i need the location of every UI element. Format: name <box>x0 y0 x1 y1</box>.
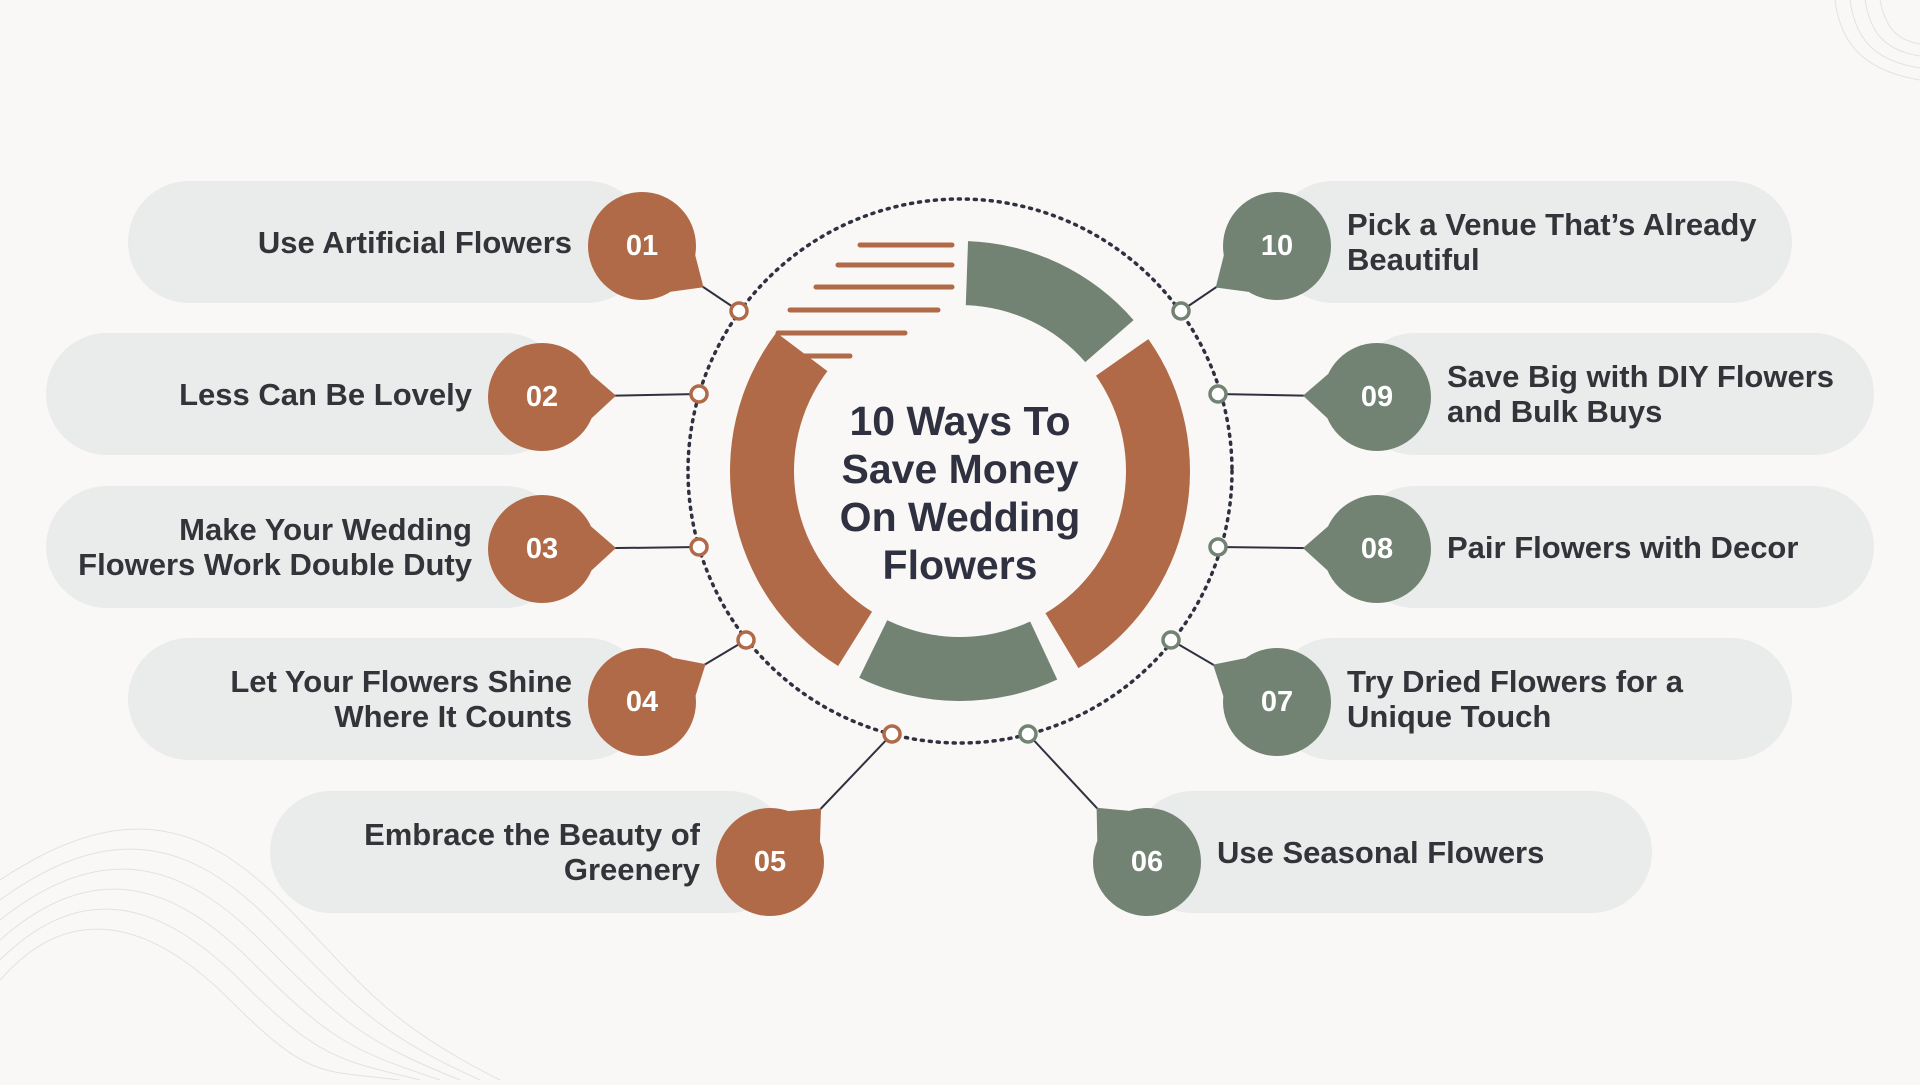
decorative-waves-top-right <box>1834 0 1920 81</box>
item-pill-4 <box>128 638 648 760</box>
connector-lines <box>541 245 1378 863</box>
ring-segment-left <box>730 332 873 667</box>
number-badge-1 <box>588 192 696 300</box>
connector-dot-2 <box>689 384 709 404</box>
item-number-2: 02 <box>525 380 559 413</box>
item-text-7: Try Dried Flowers for a Unique Touch <box>1347 664 1683 734</box>
number-badge-7 <box>1223 648 1331 756</box>
item-number-5: 05 <box>753 845 787 878</box>
number-badge-5 <box>716 808 824 916</box>
number-badge-4 <box>588 648 696 756</box>
center-ring <box>730 241 1191 702</box>
item-number-3: 03 <box>525 532 559 565</box>
number-badges <box>488 192 1431 916</box>
item-number-9: 09 <box>1360 380 1394 413</box>
item-pill-3 <box>46 486 566 608</box>
item-pill-6 <box>1132 791 1652 913</box>
item-text-9: Save Big with DIY Flowers and Bulk Buys <box>1447 359 1835 429</box>
number-badge-6 <box>1093 808 1201 916</box>
decorative-waves-bottom-left <box>0 828 501 1081</box>
badge-pointer-9 <box>1303 374 1329 419</box>
item-text-3: Make Your Wedding Flowers Work Double Du… <box>78 512 472 582</box>
item-text-4: Let Your Flowers Shine Where It Counts <box>230 664 572 734</box>
connector-dot-5 <box>882 724 902 744</box>
badge-pointer-2 <box>590 374 616 419</box>
number-badge-2 <box>488 343 596 451</box>
item-number-8: 08 <box>1360 532 1394 565</box>
connector-dot-10 <box>1171 301 1191 321</box>
item-text-6: Use Seasonal Flowers <box>1217 834 1545 870</box>
ring-segment-right <box>1045 339 1191 669</box>
item-number-4: 04 <box>625 685 659 718</box>
badge-pointer-8 <box>1303 526 1328 571</box>
item-pill-10 <box>1272 181 1792 303</box>
item-text-1: Use Artificial Flowers <box>257 224 572 260</box>
badge-pointer-3 <box>591 526 616 571</box>
item-text-10: Pick a Venue That’s Already Beautiful <box>1347 207 1757 277</box>
ring-segment-top-right <box>965 241 1134 363</box>
item-pill-1 <box>128 181 648 303</box>
number-badge-8 <box>1323 495 1431 603</box>
connector-dot-8 <box>1208 537 1228 557</box>
connector-dot-4 <box>736 630 756 650</box>
ring-segment-bottom <box>859 620 1058 702</box>
connector-dot-9 <box>1208 384 1228 404</box>
item-number-10: 10 <box>1260 229 1294 262</box>
item-text-5: Embrace the Beauty of Greenery <box>364 817 700 887</box>
number-badge-10 <box>1223 192 1331 300</box>
item-pill-5 <box>270 791 790 913</box>
center-title: 10 Ways To Save Money On Wedding Flowers <box>839 398 1081 588</box>
connector-dot-7 <box>1161 630 1181 650</box>
number-badge-3 <box>488 495 596 603</box>
item-text-2: Less Can Be Lovely <box>179 376 472 412</box>
item-pills <box>46 181 1874 913</box>
item-number-1: 01 <box>625 229 659 262</box>
connector-dot-3 <box>689 537 709 557</box>
connector-dot-1 <box>729 301 749 321</box>
item-pill-2 <box>46 333 566 455</box>
number-badge-9 <box>1323 343 1431 451</box>
connector-dot-6 <box>1018 724 1038 744</box>
ring-striped-segment <box>771 242 955 359</box>
item-text-8: Pair Flowers with Decor <box>1447 529 1799 565</box>
item-pill-8 <box>1354 486 1874 608</box>
item-number-7: 07 <box>1260 685 1294 718</box>
dotted-outer-circle <box>686 197 1234 745</box>
item-pill-7 <box>1272 638 1792 760</box>
item-pill-9 <box>1354 333 1874 455</box>
item-number-6: 06 <box>1130 845 1164 878</box>
